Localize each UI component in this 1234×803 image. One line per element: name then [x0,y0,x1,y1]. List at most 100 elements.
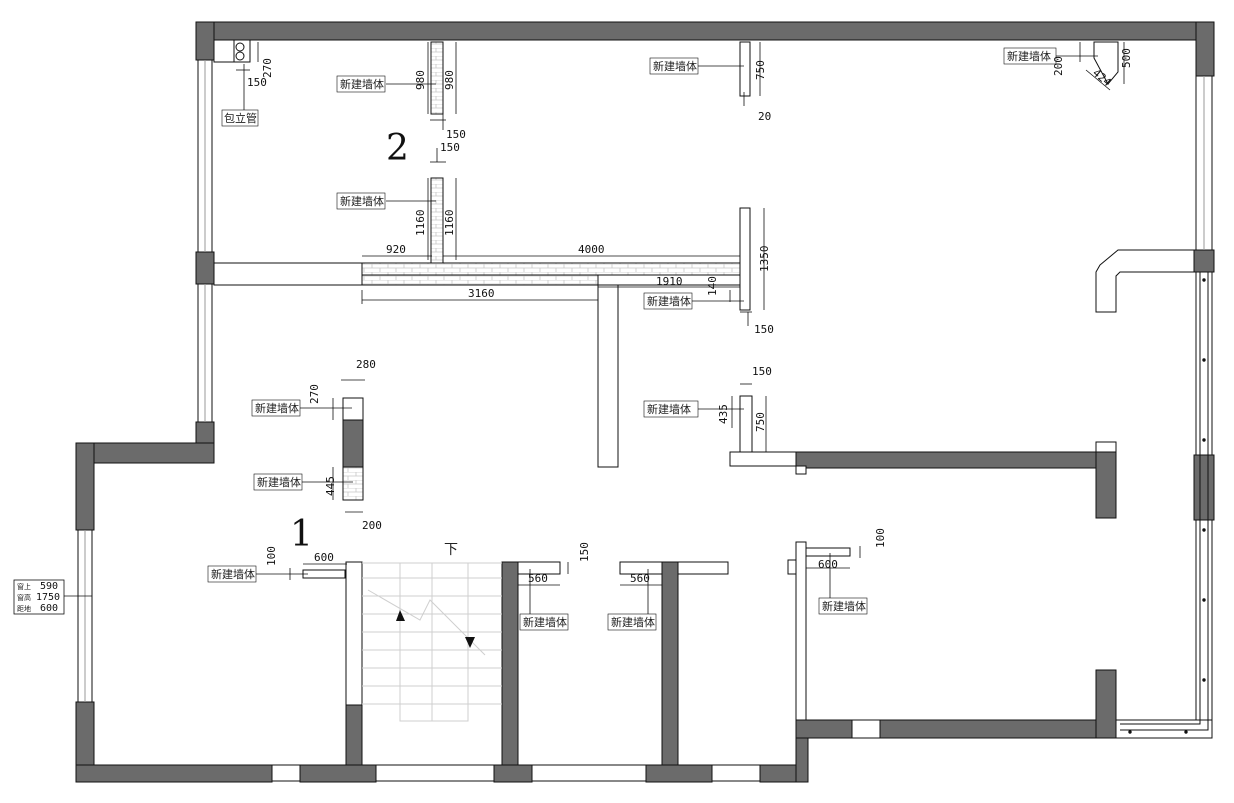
stair-down-label: 下 [444,542,458,558]
dim-w2-bot-h1: 1160 [414,210,427,237]
wall-new-horizontal [361,262,741,276]
pipe-label: 包立管 [221,109,259,127]
label-text: 新建墙体 [647,402,691,416]
dim-center-a-h: 150 [578,542,591,562]
label-text: 新建墙体 [647,294,691,308]
dim-left-stub-w: 600 [314,551,334,564]
dim-center-b-w: 560 [630,572,650,585]
label-text: 新建墙体 [523,615,567,629]
wall-stub-a [517,561,561,575]
new-wall-label-8: 新建墙体 [253,473,303,491]
label-text: 新建墙体 [653,59,697,73]
new-wall-label-4: 新建墙体 [1003,47,1057,65]
wall-right-top [1195,21,1215,77]
room-number-1: 1 [290,514,313,555]
wall-long-end [1095,451,1117,519]
window-floor-value: 600 [40,603,58,614]
dim-top-mid-w: 20 [758,110,771,123]
stairs [362,562,502,722]
wall-lower-right-b [879,719,1117,739]
wall-mid-column [739,395,753,453]
window-top-value: 590 [40,581,58,592]
wall-partition-c-tab [787,559,797,575]
wall-small-tab [795,465,807,475]
wall-long-cap [1095,441,1117,453]
window-bottom-3 [531,764,647,782]
window-height-label: 窗高 [17,593,31,602]
dim-left-lower-h: 445 [324,476,337,496]
window-info-box: 窗上 590 窗高 1750 距地 600 [13,579,65,615]
dim-seg-3160: 3160 [468,287,495,300]
dim-w2-top-w: 150 [446,128,466,141]
dim-right-col-w: 150 [754,323,774,336]
dim-pipe-w: 150 [247,76,267,89]
wall-top-mid [739,41,751,97]
wall-new-horizontal-lower [361,274,599,286]
wall-horizontal-left [213,262,363,286]
arrow-up-icon [396,610,405,621]
dim-top-right-v: 500 [1120,48,1133,68]
wall-left-low [195,421,215,445]
wall-stair-left-lower [345,704,363,766]
window-bottom-4 [711,764,761,782]
dim-left-box-w: 280 [356,358,376,371]
label-text: 新建墙体 [340,77,384,91]
dim-center-a-w: 560 [528,572,548,585]
pipe-box [213,39,251,63]
dim-left-box-h: 270 [308,384,321,404]
window-height-value: 1750 [36,592,60,603]
wall-mid-base [729,451,797,467]
wall-right-mid1 [1193,249,1215,273]
dim-w2-bot-h2: 1160 [443,210,456,237]
dim-mid-col-w: 150 [752,365,772,378]
window-bottom-2 [375,764,495,782]
wall-bottom-2 [299,764,377,783]
pipe-label-text: 包立管 [224,111,257,125]
window-right-low [1195,519,1213,731]
wall-new-right-stub [805,547,851,557]
wall-left-box-top [342,397,364,421]
label-text: 新建墙体 [822,599,866,613]
wall-left-top [195,21,215,61]
new-wall-label-11: 新建墙体 [607,613,657,631]
label-text: 新建墙体 [611,615,655,629]
wall-right-mid2 [1193,454,1215,521]
window-bottom-right [1115,719,1213,739]
wall-right-L [1095,249,1195,313]
interior-walls [213,41,1195,766]
wall-right-column [739,207,751,311]
bay-window-rail [1120,272,1209,734]
label-text: 新建墙体 [255,401,299,415]
dim-pipe-h: 270 [261,58,274,78]
wall-top [195,21,1215,41]
wall-bottom-3 [493,764,533,783]
new-wall-label-7: 新建墙体 [643,400,699,418]
dim-w2-top-h2: 980 [443,70,456,90]
dim-top-right-h: 200 [1052,56,1065,76]
leader-lines [16,55,1098,614]
wall-lower-right-a [795,719,853,739]
wall-step [75,442,215,464]
dim-top-mid-h: 750 [754,60,767,80]
dim-w2-top-h1: 980 [414,70,427,90]
wall-partition-c [795,541,807,721]
wall-top-right-diag [1093,41,1119,85]
dim-right-stub-w: 600 [818,558,838,571]
label-text: 新建墙体 [340,194,384,208]
dimension-lines [236,42,1125,586]
dim-right-stub-h: 100 [874,528,887,548]
windows [77,59,1213,782]
arrow-down-icon [465,637,475,648]
new-wall-labels: 新建墙体 新建墙体 新建墙体 新建墙体 新建墙体 新建墙体 新建墙体 新建墙体 [207,47,1057,631]
new-wall-label-6: 新建墙体 [251,399,301,417]
dim-seg-920: 920 [386,243,406,256]
window-right-mid [1195,271,1213,456]
window-top-label: 窗上 [17,582,31,591]
label-text: 新建墙体 [1007,49,1051,63]
window-bottom-1 [271,764,301,782]
dim-left-lower-w: 200 [362,519,382,532]
dim-right-col-h: 1350 [758,246,771,273]
wall-stub-c [677,561,729,575]
new-wall-label-10: 新建墙体 [519,613,569,631]
